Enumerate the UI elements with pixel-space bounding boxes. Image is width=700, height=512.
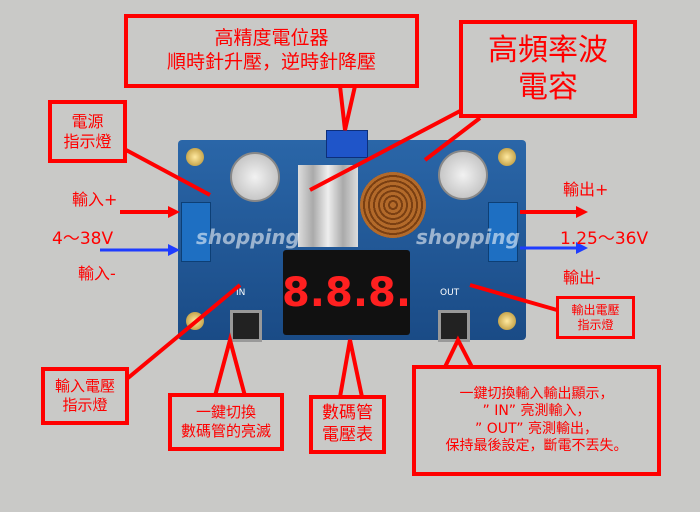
arrowhead xyxy=(576,206,588,218)
output-minus-label: 輸出- xyxy=(563,268,601,287)
callout-text: 一鍵切換輸入輸出顯示， xyxy=(459,385,614,402)
callout-potentiometer: 高精度電位器 順時針升壓，逆時針降壓 xyxy=(124,14,419,88)
arrowhead xyxy=(168,244,180,256)
pointer-output-led xyxy=(469,283,558,312)
mounting-hole xyxy=(498,148,516,166)
pointer-display-toggle xyxy=(213,332,247,397)
callout-input-led: 輸入電壓 指示燈 xyxy=(41,367,129,425)
callout-text: 電源 xyxy=(71,111,104,131)
callout-text: 數碼管 xyxy=(322,403,373,424)
callout-text: 高精度電位器 xyxy=(214,27,329,50)
callout-mode-switch: 一鍵切換輸入輸出顯示， ” IN” 亮測輸入， ” OUT” 亮測輸出， 保持最… xyxy=(412,365,661,476)
pointer-potentiometer xyxy=(338,85,357,131)
callout-text: 指示燈 xyxy=(62,396,108,414)
callout-text: 電壓表 xyxy=(322,424,373,445)
callout-text: ” OUT” 亮測輸出， xyxy=(475,420,598,437)
callout-output-led: 輸出電壓 指示燈 xyxy=(556,296,635,339)
input-plus-label: 輸入+ xyxy=(72,190,118,209)
pointer-capacitor xyxy=(309,108,463,192)
mounting-hole xyxy=(498,312,516,330)
capacitor-input xyxy=(230,152,280,202)
callout-display-toggle: 一鍵切換 數碼管的亮滅 xyxy=(168,393,284,451)
out-label: OUT xyxy=(440,288,460,298)
input-range-label: 4～38V xyxy=(52,229,114,249)
output-terminal xyxy=(488,202,518,262)
callout-text: 輸入電壓 xyxy=(54,377,115,396)
pointer-mode-switch xyxy=(443,335,474,368)
output-range-label: 1.25～36V xyxy=(560,229,649,249)
callout-power-led: 電源 指示燈 xyxy=(48,100,127,163)
pointer-voltmeter xyxy=(338,339,364,398)
callout-capacitor: 高頻率波 電容 xyxy=(459,20,637,118)
callout-text: 保持最後設定，斷電不丟失。 xyxy=(445,438,628,454)
in-label: IN xyxy=(236,288,246,298)
callout-text: ” IN” 亮測輸入， xyxy=(482,403,591,419)
callout-text: 電容 xyxy=(518,70,578,105)
output-plus-label: 輸出+ xyxy=(563,180,609,199)
callout-text: 輸出電壓 xyxy=(571,302,620,317)
callout-text: 高頻率波 xyxy=(488,32,608,68)
display-toggle-button[interactable] xyxy=(230,310,262,342)
pointer-input-led xyxy=(126,283,242,380)
capacitor-output xyxy=(438,150,488,200)
callout-text: 數碼管的亮滅 xyxy=(180,422,271,440)
arrowhead xyxy=(168,206,180,218)
callout-text: 指示燈 xyxy=(63,131,112,151)
callout-voltmeter: 數碼管 電壓表 xyxy=(309,395,386,454)
mode-switch-button[interactable] xyxy=(438,310,470,342)
callout-text: 順時針升壓，逆時針降壓 xyxy=(166,51,376,73)
callout-text: 指示燈 xyxy=(577,317,614,332)
input-terminal xyxy=(181,202,211,262)
pointer-capacitor-arrow xyxy=(423,116,482,162)
callout-text: 一鍵切換 xyxy=(195,403,256,422)
watermark: shopping xyxy=(196,225,300,249)
arrowhead xyxy=(576,242,588,254)
input-minus-label: 輸入- xyxy=(78,264,116,283)
mounting-hole xyxy=(186,148,204,166)
inductor xyxy=(360,172,426,238)
potentiometer[interactable] xyxy=(326,130,368,158)
pointer-power-led xyxy=(125,148,211,197)
watermark: shopping xyxy=(416,225,520,249)
led-display: 8.8.8. xyxy=(283,250,410,335)
